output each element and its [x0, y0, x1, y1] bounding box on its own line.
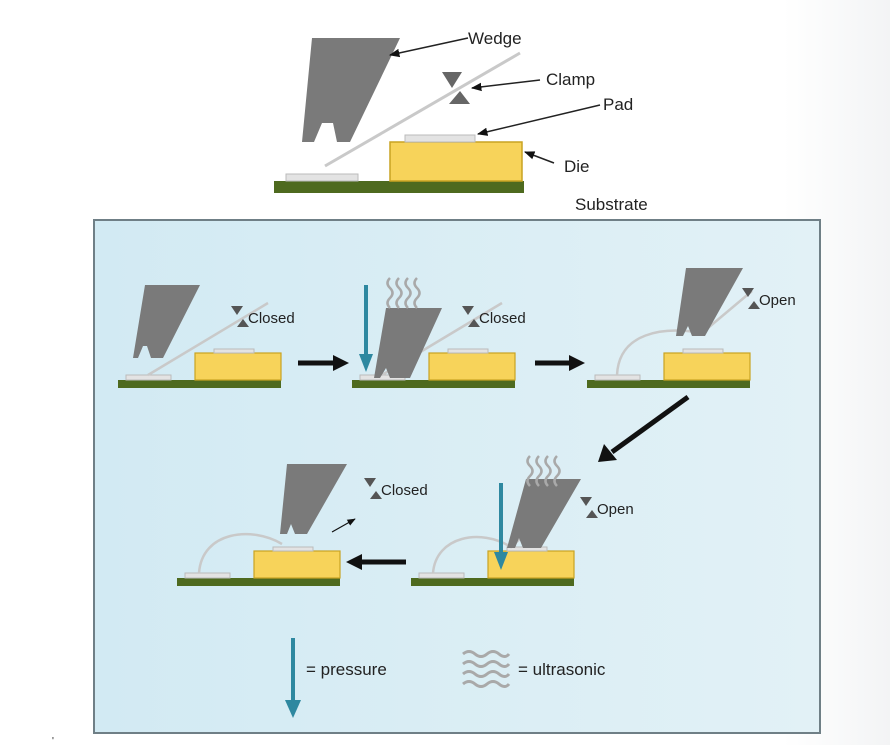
step-clamp-label: Closed	[381, 482, 428, 499]
step-clamp	[231, 306, 249, 327]
step-die	[663, 352, 751, 381]
step-ultrasonic-icon	[386, 277, 421, 309]
step-left-pad	[184, 572, 231, 579]
step-4: Open	[411, 455, 634, 586]
step-clamp	[462, 306, 480, 327]
die-pad	[404, 134, 476, 143]
overview-diagram: Wedge Clamp Pad Die Substrate	[274, 29, 648, 214]
clamp	[442, 72, 462, 88]
step-wedge-tool	[507, 479, 581, 548]
flow-arrow-4-5	[346, 554, 406, 570]
step-3: Open	[587, 268, 796, 388]
legend: = pressure = ultrasonic	[285, 638, 606, 718]
legend-pressure: = pressure	[306, 660, 387, 679]
flow-arrow-3-4	[598, 394, 690, 462]
label-pad: Pad	[603, 95, 633, 114]
step-clamp	[364, 478, 382, 499]
step-pressure-arrow	[359, 285, 373, 372]
flow-arrow-1-2	[298, 355, 349, 371]
step-clamp	[742, 288, 760, 309]
step-clamp-label: Closed	[479, 310, 526, 327]
svg-text:': '	[52, 736, 54, 745]
step-wedge-tool	[133, 285, 200, 358]
step-left-pad	[418, 572, 465, 579]
step-die-pad	[447, 348, 489, 354]
step-clamp	[580, 497, 598, 518]
step-wedge-tool	[676, 268, 743, 336]
step-wire	[147, 301, 269, 377]
step-substrate	[352, 380, 515, 388]
pressure-legend-arrow	[285, 638, 301, 718]
label-substrate: Substrate	[575, 195, 648, 214]
step-clamp-label: Open	[597, 501, 634, 518]
step-clamp-label: Closed	[248, 310, 295, 327]
step-die	[194, 352, 282, 381]
die	[389, 141, 523, 182]
flow-arrow-2-3	[535, 355, 585, 371]
step-lift-arrow	[331, 518, 356, 533]
wedge-tool	[302, 38, 400, 142]
step-wedge-tool	[374, 308, 442, 378]
label-wedge: Wedge	[468, 29, 522, 48]
step-5: Closed	[177, 464, 428, 586]
bond-wire	[324, 51, 521, 168]
step-pressure-arrow	[494, 483, 508, 570]
label-clamp: Clamp	[546, 70, 595, 89]
step-wire	[197, 532, 283, 574]
step-substrate	[411, 578, 574, 586]
step-substrate	[587, 380, 750, 388]
step-die	[253, 550, 341, 579]
flow-arrows	[298, 355, 690, 570]
step-substrate	[118, 380, 281, 388]
step-1: Closed	[118, 285, 295, 388]
step-substrate	[177, 578, 340, 586]
step-die	[428, 352, 516, 381]
step-ultrasonic-icon	[526, 455, 561, 487]
substrate	[274, 181, 524, 193]
step-clamp-label: Open	[759, 292, 796, 309]
step-die-pad	[272, 546, 314, 552]
step-wedge-tool	[280, 464, 347, 534]
ultrasonic-legend-icon	[462, 650, 511, 688]
step-die-pad	[682, 348, 724, 354]
step-die-pad	[213, 348, 255, 354]
step-left-pad	[594, 374, 641, 381]
substrate-pad	[285, 173, 359, 182]
legend-ultrasonic: = ultrasonic	[518, 660, 606, 679]
step-2: Closed	[352, 277, 526, 388]
label-die: Die	[564, 157, 590, 176]
